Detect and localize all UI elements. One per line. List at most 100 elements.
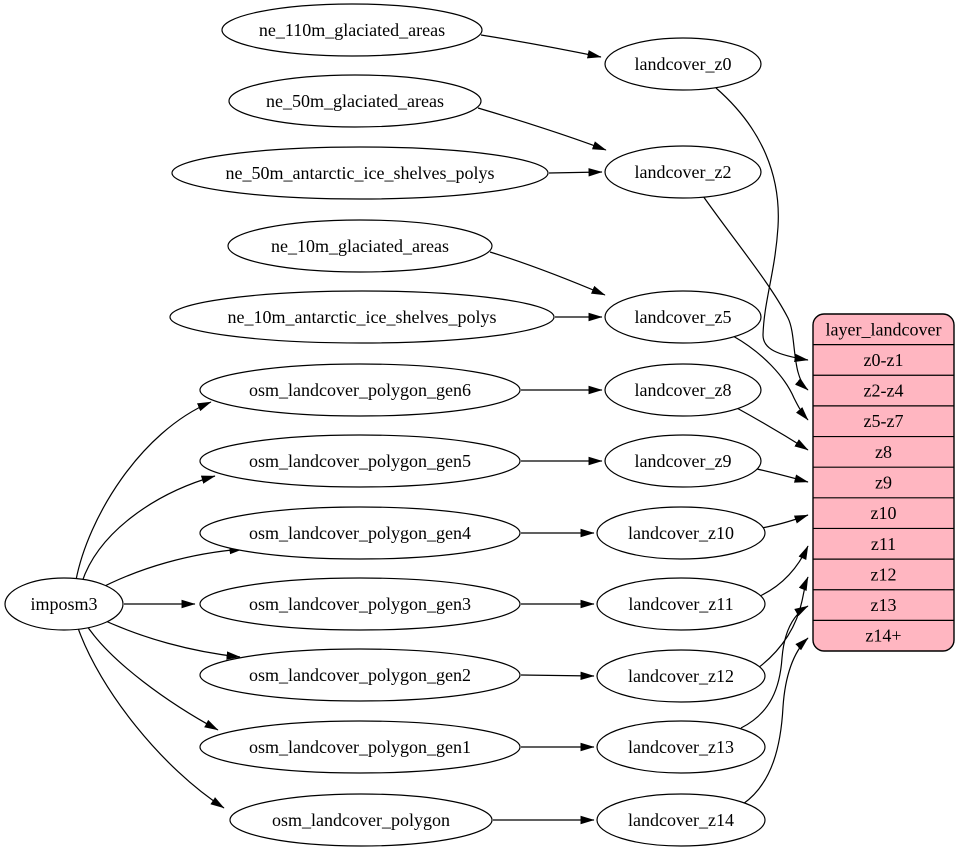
node-ellipse-ne-50m-glaciated-areas <box>228 74 482 128</box>
node-osm-landcover-polygon-gen3: osm_landcover_polygon_gen3 <box>199 577 521 631</box>
edge-landcover-z13-to-layer-landcover-z13 <box>740 605 809 729</box>
edge-ne-50m-glaciated-areas-to-landcover-z2 <box>477 107 607 151</box>
edge-ne-50m-antarctic-ice-shelves-polys-to-landcover-z2 <box>548 168 603 177</box>
node-ellipse-landcover-z11 <box>596 577 766 631</box>
node-ellipse-osm-landcover-polygon-gen4 <box>199 506 521 560</box>
node-label-landcover-z11: landcover_z11 <box>628 594 733 614</box>
edge-ne-10m-glaciated-areas-to-landcover-z5 <box>489 251 606 296</box>
node-ellipse-landcover-z8 <box>604 363 762 417</box>
node-landcover-z11: landcover_z11 <box>596 577 766 631</box>
node-ellipse-ne-10m-antarctic-ice-shelves-polys <box>169 290 555 344</box>
node-label-landcover-z14: landcover_z14 <box>628 810 734 830</box>
node-ellipse-osm-landcover-polygon-gen1 <box>199 720 521 774</box>
node-ellipse-osm-landcover-polygon-gen6 <box>199 363 521 417</box>
node-imposm3: imposm3 <box>4 577 124 631</box>
edge-landcover-z11-to-layer-landcover-z11 <box>759 545 809 597</box>
edge-ne-110m-glaciated-areas-to-landcover-z0 <box>480 34 602 59</box>
table-row-label: z14+ <box>865 626 901 646</box>
node-landcover-z0: landcover_z0 <box>604 37 762 91</box>
node-ne-10m-antarctic-ice-shelves-polys: ne_10m_antarctic_ice_shelves_polys <box>169 290 555 344</box>
node-label-landcover-z10: landcover_z10 <box>628 523 734 543</box>
node-ellipse-landcover-z13 <box>596 720 766 774</box>
node-ellipse-landcover-z10 <box>596 506 766 560</box>
node-label-landcover-z0: landcover_z0 <box>635 54 732 74</box>
node-label-ne-110m-glaciated-areas: ne_110m_glaciated_areas <box>259 20 445 40</box>
node-label-landcover-z5: landcover_z5 <box>635 307 732 327</box>
node-landcover-z8: landcover_z8 <box>604 363 762 417</box>
table-row-label: z13 <box>871 595 897 615</box>
node-label-landcover-z8: landcover_z8 <box>635 380 732 400</box>
node-ellipse-ne-110m-glaciated-areas <box>221 3 483 57</box>
node-label-ne-10m-glaciated-areas: ne_10m_glaciated_areas <box>271 236 449 256</box>
node-ne-10m-glaciated-areas: ne_10m_glaciated_areas <box>227 219 493 273</box>
edge-landcover-z9-to-layer-landcover-z9 <box>756 468 809 483</box>
node-ne-50m-glaciated-areas: ne_50m_glaciated_areas <box>228 74 482 128</box>
node-ellipse-osm-landcover-polygon-gen3 <box>199 577 521 631</box>
edge-imposm3-to-osm-landcover-polygon <box>77 627 225 809</box>
node-ne-50m-antarctic-ice-shelves-polys: ne_50m_antarctic_ice_shelves_polys <box>171 146 549 200</box>
node-osm-landcover-polygon: osm_landcover_polygon <box>229 793 493 847</box>
node-label-landcover-z13: landcover_z13 <box>628 737 734 757</box>
edge-imposm3-to-osm-landcover-polygon-gen5 <box>81 475 216 583</box>
table-row-label: z8 <box>875 442 892 462</box>
node-label-ne-50m-antarctic-ice-shelves-polys: ne_50m_antarctic_ice_shelves_polys <box>226 163 495 183</box>
edge-landcover-z10-to-layer-landcover-z10 <box>761 514 809 529</box>
table-layer: layer_landcoverz0-z1z2-z4z5-z7z8z9z10z11… <box>812 313 955 652</box>
node-osm-landcover-polygon-gen4: osm_landcover_polygon_gen4 <box>199 506 521 560</box>
node-ellipse-ne-50m-antarctic-ice-shelves-polys <box>171 146 549 200</box>
node-landcover-z2: landcover_z2 <box>604 145 762 199</box>
table-layer-landcover: layer_landcoverz0-z1z2-z4z5-z7z8z9z10z11… <box>812 313 955 652</box>
table-row-label: z12 <box>871 564 897 584</box>
node-ellipse-ne-10m-glaciated-areas <box>227 219 493 273</box>
node-ellipse-imposm3 <box>4 577 124 631</box>
table-row-label: z10 <box>871 503 897 523</box>
node-osm-landcover-polygon-gen1: osm_landcover_polygon_gen1 <box>199 720 521 774</box>
node-landcover-z5: landcover_z5 <box>604 290 762 344</box>
node-osm-landcover-polygon-gen2: osm_landcover_polygon_gen2 <box>199 648 521 702</box>
node-label-ne-10m-antarctic-ice-shelves-polys: ne_10m_antarctic_ice_shelves_polys <box>228 307 497 327</box>
node-label-osm-landcover-polygon-gen6: osm_landcover_polygon_gen6 <box>249 380 471 400</box>
node-ellipse-landcover-z9 <box>604 434 762 488</box>
edge-imposm3-to-osm-landcover-polygon-gen2 <box>94 615 241 660</box>
table-row-label: z11 <box>871 534 896 554</box>
node-label-osm-landcover-polygon-gen2: osm_landcover_polygon_gen2 <box>249 665 471 685</box>
node-label-osm-landcover-polygon: osm_landcover_polygon <box>272 810 450 830</box>
node-ellipse-osm-landcover-polygon-gen5 <box>199 434 521 488</box>
table-row-label: z5-z7 <box>864 411 904 431</box>
edge-imposm3-to-osm-landcover-polygon-gen6 <box>75 401 212 581</box>
nodes-layer: ne_110m_glaciated_areas ne_50m_glaciated_… <box>4 3 766 847</box>
node-ellipse-landcover-z2 <box>604 145 762 199</box>
edge-landcover-z12-to-layer-landcover-z12 <box>757 576 809 669</box>
node-landcover-z14: landcover_z14 <box>596 793 766 847</box>
edge-imposm3-to-osm-landcover-polygon-gen1 <box>84 622 219 731</box>
table-row-label: z0-z1 <box>864 350 904 370</box>
edge-osm-landcover-polygon-gen2-to-landcover-z12 <box>520 671 595 681</box>
edge-landcover-z8-to-layer-landcover-z8 <box>734 406 809 451</box>
node-landcover-z13: landcover_z13 <box>596 720 766 774</box>
node-landcover-z12: landcover_z12 <box>596 649 766 703</box>
node-label-osm-landcover-polygon-gen1: osm_landcover_polygon_gen1 <box>249 737 471 757</box>
node-ellipse-landcover-z12 <box>596 649 766 703</box>
edge-landcover-z2-to-layer-landcover-z2-z4 <box>702 195 809 391</box>
node-ellipse-osm-landcover-polygon <box>229 793 493 847</box>
node-ellipse-osm-landcover-polygon-gen2 <box>199 648 521 702</box>
node-label-osm-landcover-polygon-gen4: osm_landcover_polygon_gen4 <box>249 523 471 543</box>
edges-layer <box>75 34 809 825</box>
node-label-osm-landcover-polygon-gen5: osm_landcover_polygon_gen5 <box>249 451 471 471</box>
node-ellipse-landcover-z0 <box>604 37 762 91</box>
node-ne-110m-glaciated-areas: ne_110m_glaciated_areas <box>221 3 483 57</box>
node-label-landcover-z2: landcover_z2 <box>635 162 732 182</box>
edge-landcover-z0-to-layer-landcover-z0-z1 <box>715 87 809 363</box>
table-border <box>812 313 955 652</box>
node-label-osm-landcover-polygon-gen3: osm_landcover_polygon_gen3 <box>249 594 471 614</box>
node-label-imposm3: imposm3 <box>30 594 97 614</box>
node-osm-landcover-polygon-gen6: osm_landcover_polygon_gen6 <box>199 363 521 417</box>
node-label-ne-50m-glaciated-areas: ne_50m_glaciated_areas <box>266 91 444 111</box>
node-landcover-z10: landcover_z10 <box>596 506 766 560</box>
node-ellipse-landcover-z5 <box>604 290 762 344</box>
node-ellipse-landcover-z14 <box>596 793 766 847</box>
node-landcover-z9: landcover_z9 <box>604 434 762 488</box>
edge-imposm3-to-osm-landcover-polygon-gen4 <box>94 545 244 592</box>
